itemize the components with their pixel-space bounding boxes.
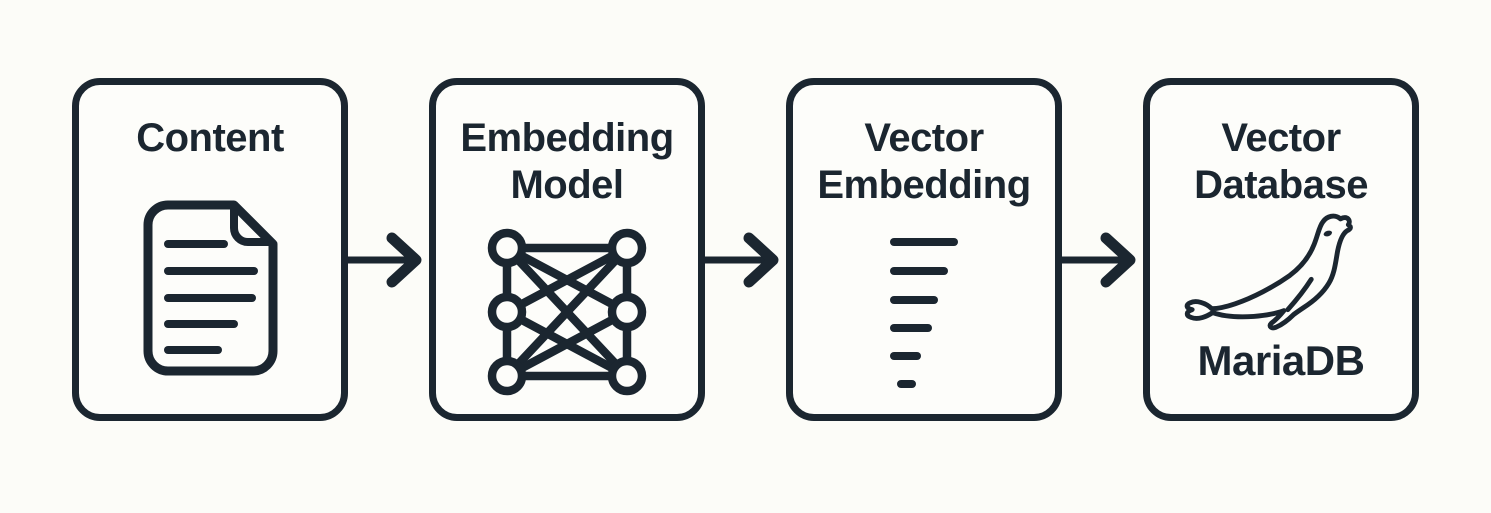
arrow-right-icon <box>1062 232 1136 288</box>
node-icon-area <box>436 209 698 414</box>
mariadb-seal-icon <box>1184 213 1353 330</box>
node-title-line: Vector <box>1221 116 1341 160</box>
node-vector-embedding: Vector Embedding <box>786 78 1062 421</box>
document-icon <box>143 200 278 376</box>
node-title: Vector Database <box>1194 115 1368 209</box>
neural-network-icon <box>487 228 647 395</box>
node-title-line: Embedding <box>460 116 674 160</box>
node-title: Content <box>136 115 284 162</box>
node-title-line: Content <box>136 116 284 160</box>
arrow-right-icon <box>705 232 779 288</box>
node-icon-area <box>793 209 1055 414</box>
arrow-right-icon <box>348 232 422 288</box>
node-icon-area <box>79 162 341 414</box>
node-title: Embedding Model <box>460 115 674 209</box>
mariadb-wordmark: MariaDB <box>1197 337 1365 384</box>
node-icon-area <box>1150 209 1412 338</box>
node-title-line: Vector <box>864 116 984 160</box>
node-content: Content <box>72 78 348 421</box>
node-embedding-model: Embedding Model <box>429 78 705 421</box>
node-title-line: Model <box>510 163 624 207</box>
node-vector-database: Vector Database MariaDB <box>1143 78 1419 421</box>
node-title-line: Embedding <box>817 163 1031 207</box>
node-title-line: Database <box>1194 163 1368 207</box>
node-title: Vector Embedding <box>817 115 1031 209</box>
vector-values-icon <box>890 238 958 388</box>
